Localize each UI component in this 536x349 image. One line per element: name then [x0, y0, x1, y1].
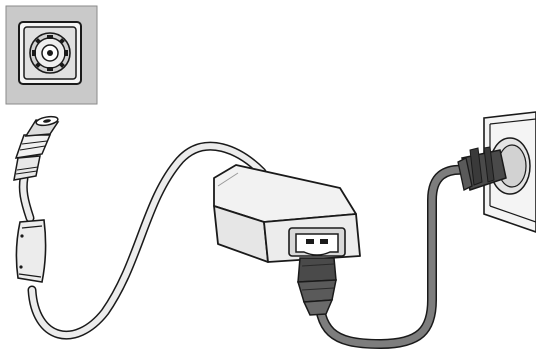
ac-power-cord — [313, 164, 471, 349]
ac-connector-c7 — [297, 257, 337, 316]
dc-barrel-plug — [13, 115, 60, 181]
ferrite-bead — [15, 219, 47, 283]
ac-inlet-c8 — [288, 227, 346, 257]
dc-output-cable — [18, 141, 267, 340]
inset-port-closeup — [5, 5, 98, 105]
ac-plug — [457, 146, 507, 191]
